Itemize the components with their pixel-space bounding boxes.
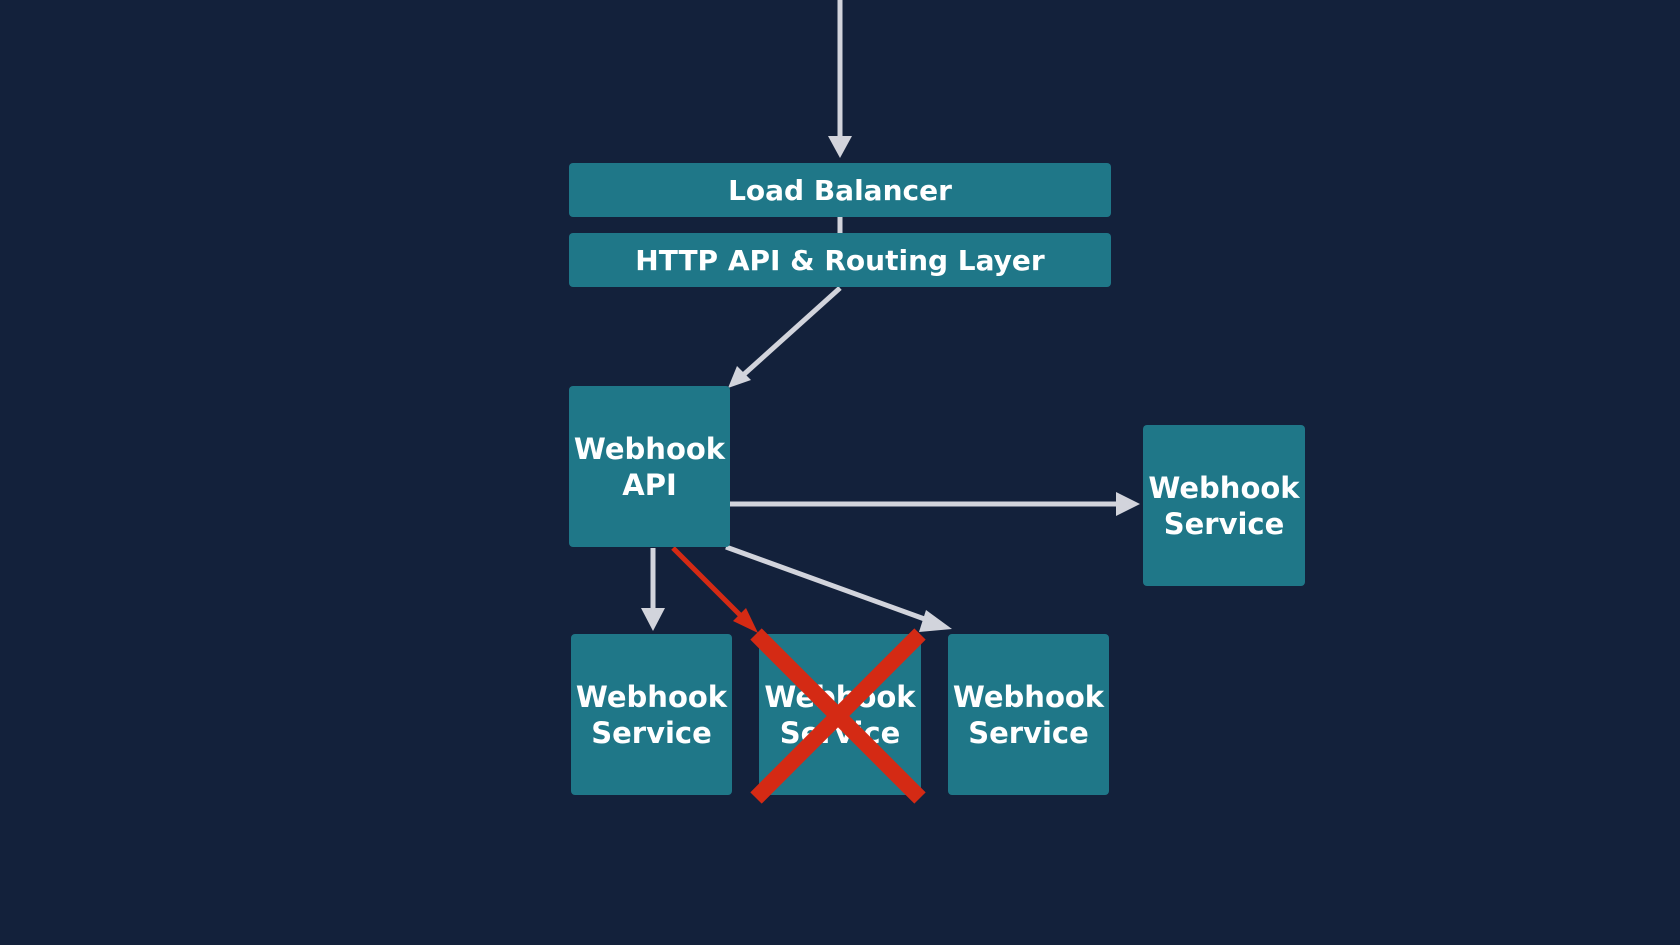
webhook-service-middle-right-node: Webhook Service [948, 634, 1109, 795]
service-right-line-1: Webhook [1148, 470, 1300, 505]
load-balancer-node: Load Balancer [569, 163, 1111, 217]
service-right-line-2: Service [1163, 506, 1285, 541]
api-to-service-left-arrow [641, 548, 665, 631]
webhook-api-line-1: Webhook [573, 431, 726, 466]
webhook-api-node: Webhook API [569, 386, 730, 547]
routing-layer-node: HTTP API & Routing Layer [569, 233, 1111, 287]
webhook-service-right-node: Webhook Service [1143, 425, 1305, 586]
service-left-line-1: Webhook [575, 679, 728, 714]
service-middle-right-line-2: Service [968, 715, 1089, 750]
api-to-service-middle-right-arrow [725, 544, 952, 632]
routing-to-api-arrow [728, 286, 842, 388]
api-to-service-failed-arrow [671, 546, 758, 633]
api-to-service-right-arrow [730, 492, 1140, 516]
x-icon [750, 628, 926, 804]
webhook-service-left-node: Webhook Service [571, 634, 732, 795]
incoming-arrow [828, 0, 852, 158]
service-left-line-2: Service [591, 715, 712, 750]
service-middle-right-line-1: Webhook [952, 679, 1105, 714]
webhook-api-line-2: API [622, 467, 677, 502]
